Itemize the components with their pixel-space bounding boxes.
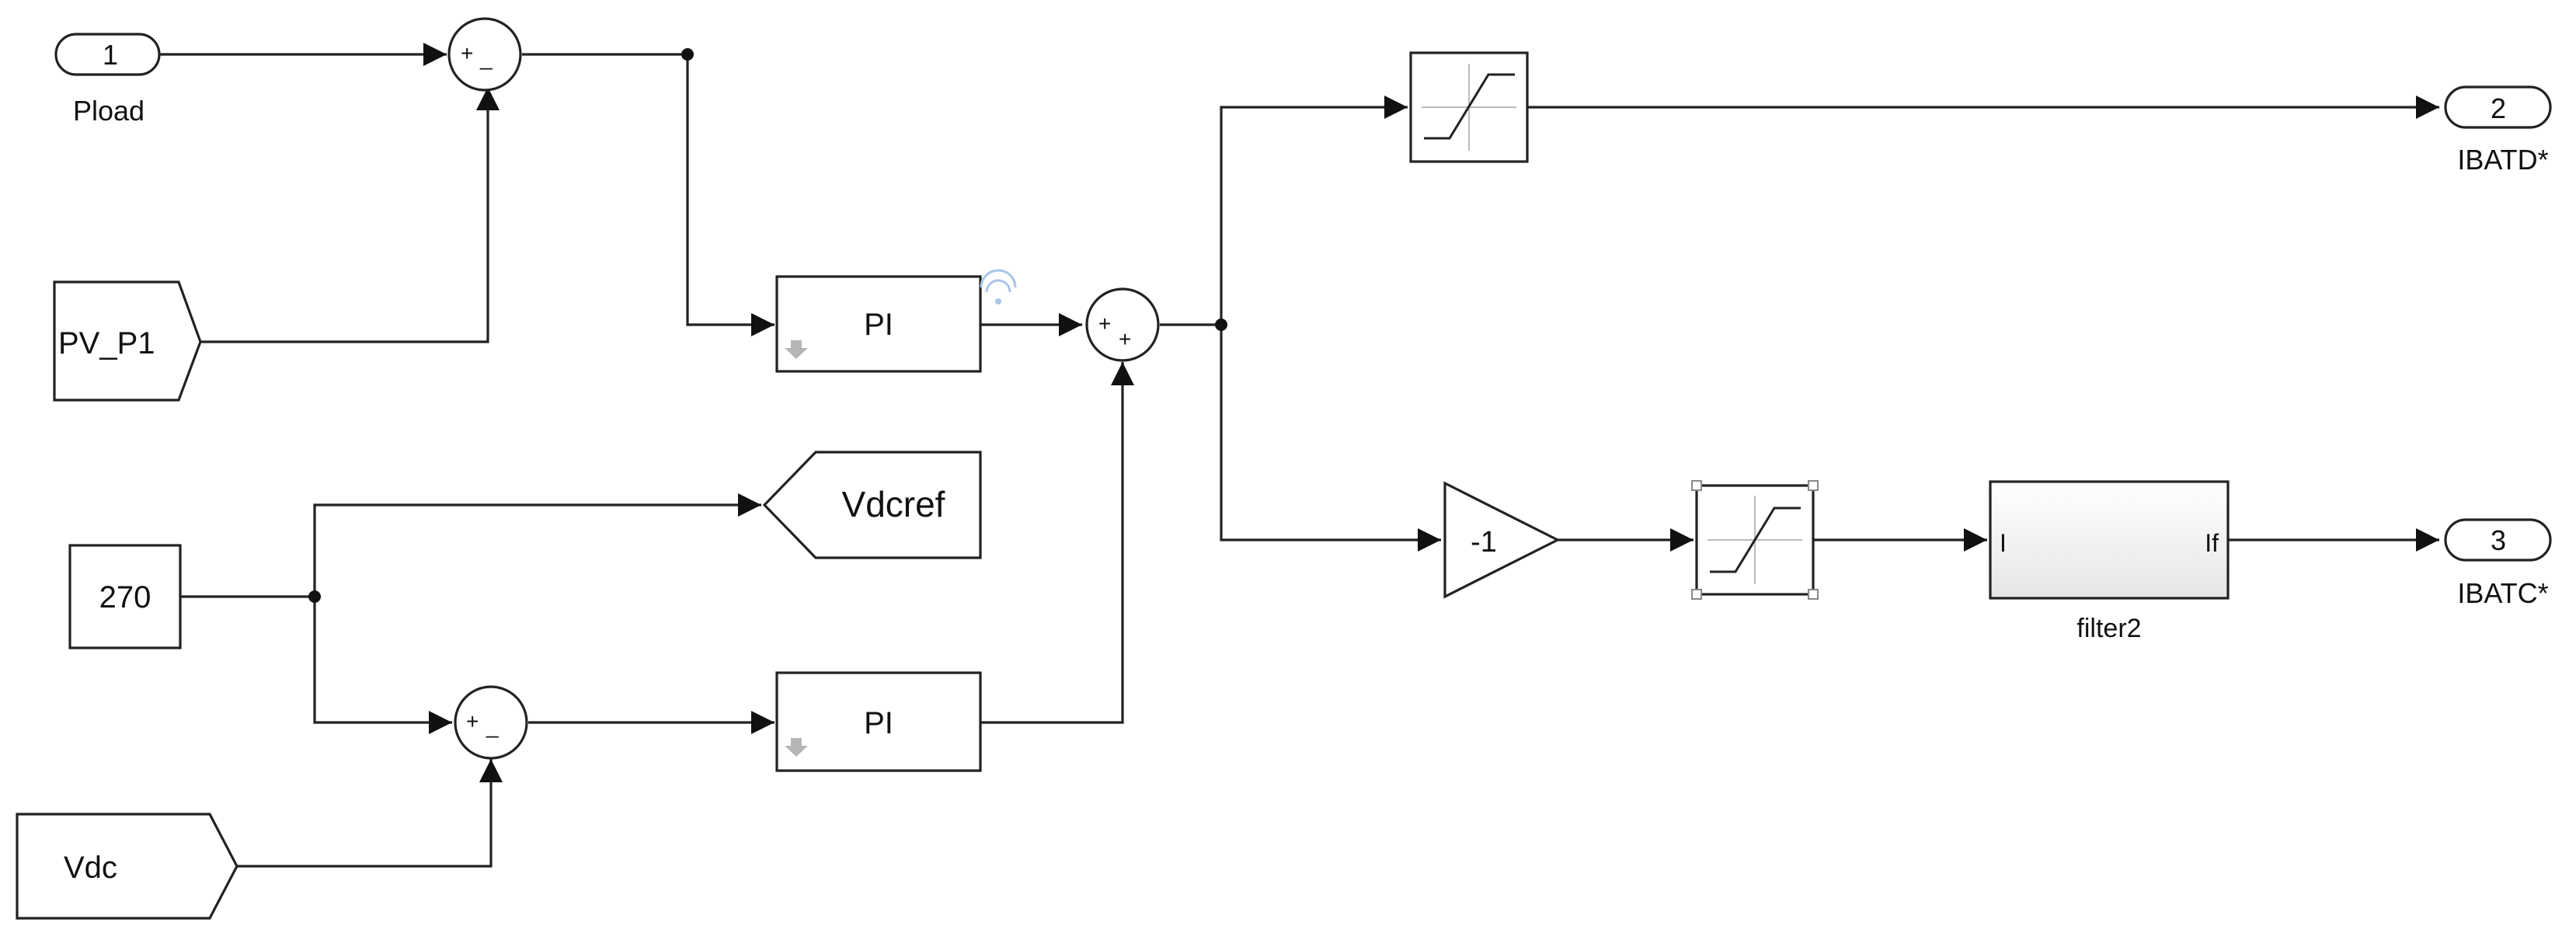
saturation-icon: [1422, 64, 1516, 151]
wire-to-saturation1[interactable]: [1220, 96, 1408, 325]
gain-block[interactable]: -1: [1443, 481, 1561, 599]
subsystem-output-port: If: [2205, 529, 2219, 557]
outport-ibatc[interactable]: 3 IBATC*: [2444, 518, 2552, 609]
pi-controller-1[interactable]: PI: [775, 269, 1017, 373]
subsystem-name: filter2: [2076, 614, 2141, 643]
from-tag-vdc[interactable]: Vdc: [16, 813, 238, 920]
from-tag-label: PV_P1: [58, 326, 155, 360]
gain-value: -1: [1471, 526, 1497, 559]
outport-number: 3: [2491, 524, 2506, 556]
goto-tag-vdcref[interactable]: Vdcref: [762, 451, 982, 559]
branch-point: [681, 48, 694, 61]
branch-point: [1215, 319, 1227, 331]
sum-sign-top: +: [461, 41, 473, 65]
wire-pi2-to-sum2[interactable]: [980, 362, 1134, 724]
wire-pvp1-to-sum1[interactable]: [200, 87, 500, 343]
pi-controller-2[interactable]: PI: [775, 671, 982, 772]
signal-lines[interactable]: [159, 43, 2439, 868]
arrow-down-icon: [785, 738, 808, 757]
sum-sign-bottom: +: [1119, 327, 1131, 351]
arrow-down-icon: [785, 340, 808, 359]
saturation-block-1[interactable]: [1409, 51, 1529, 163]
wire-to-vdcref[interactable]: [313, 493, 761, 597]
sum-block-2[interactable]: + +: [1085, 287, 1160, 362]
wire-sum1-to-pi1[interactable]: [522, 53, 775, 336]
from-tag-pv-p1[interactable]: PV_P1: [53, 280, 202, 402]
wire-const-to-sum3[interactable]: [313, 597, 452, 734]
subsystem-input-port: I: [2000, 529, 2007, 557]
wire-to-gain[interactable]: [1220, 325, 1441, 552]
pi-label: PI: [864, 308, 893, 342]
sum-block-1[interactable]: + _: [447, 17, 522, 92]
sum-sign-top: +: [466, 709, 479, 733]
inport-number: 1: [103, 39, 118, 71]
constant-value: 270: [99, 580, 151, 614]
signal-icon: [980, 269, 1017, 305]
outport-name: IBATD*: [2457, 144, 2548, 176]
goto-tag-label: Vdcref: [842, 484, 945, 524]
from-tag-label: Vdc: [64, 851, 117, 885]
selection-handles[interactable]: [1691, 480, 1819, 600]
saturation-icon: [1707, 496, 1802, 584]
outport-name: IBATC*: [2457, 577, 2548, 609]
sum-sign-top: +: [1098, 312, 1111, 336]
outport-ibatd[interactable]: 2 IBATD*: [2444, 85, 2552, 176]
saturation-block-2[interactable]: [1691, 480, 1819, 600]
sum-sign-bottom: _: [479, 46, 493, 70]
outport-number: 2: [2491, 92, 2506, 124]
sum-block-3[interactable]: + _: [454, 685, 528, 760]
wire-vdc-to-sum3[interactable]: [237, 759, 503, 868]
constant-block[interactable]: 270: [68, 544, 182, 649]
branch-point: [308, 590, 321, 603]
inport-pload[interactable]: 1 Pload: [54, 33, 161, 127]
sum-sign-bottom: _: [486, 714, 499, 738]
inport-name: Pload: [73, 95, 144, 127]
subsystem-filter2[interactable]: I If filter2: [1989, 480, 2230, 643]
pi-label: PI: [864, 706, 893, 740]
